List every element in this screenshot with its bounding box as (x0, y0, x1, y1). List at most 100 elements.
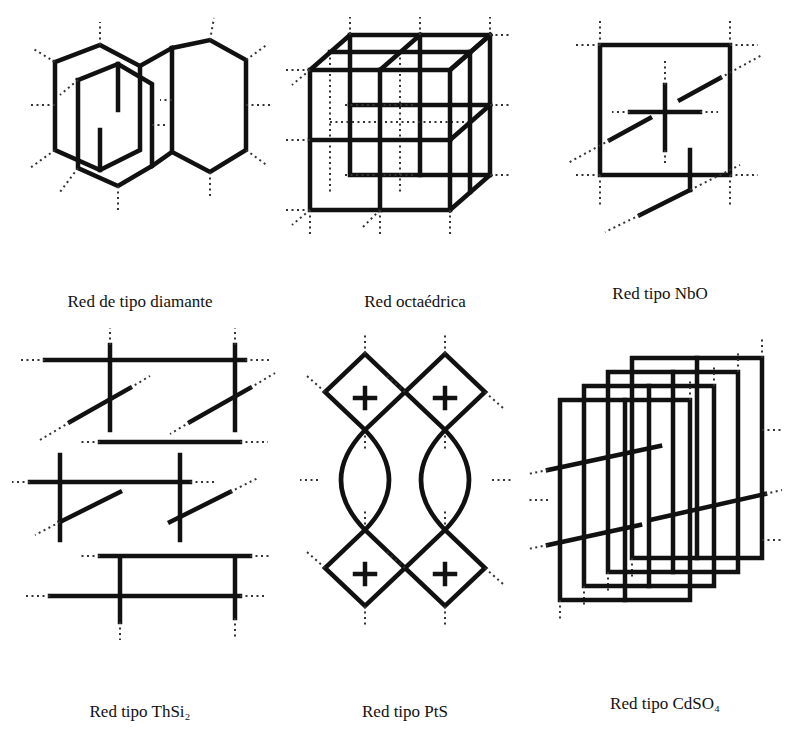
dotted-extension (599, 175, 601, 205)
dotted-extension (307, 552, 325, 568)
rhombus-ring (325, 530, 405, 606)
bond-line (647, 386, 652, 586)
dotted-extension (737, 352, 739, 372)
dotted-extension (117, 186, 119, 210)
dotted-extension (364, 606, 366, 626)
bond-line (623, 400, 628, 600)
bond-curve (445, 430, 469, 530)
dotted-extension (490, 104, 512, 106)
dotted-extension (528, 545, 548, 549)
dotted-extension (285, 69, 310, 71)
dotted-extension (78, 555, 100, 557)
bond-line (170, 492, 230, 522)
bond-line (233, 560, 238, 618)
network-caption: Red tipo PtS (362, 702, 448, 722)
dotted-extension (309, 210, 311, 235)
dotted-extension (246, 150, 268, 166)
dotted-extension (25, 595, 50, 597)
dotted-extension (399, 52, 401, 192)
dotted-extension (240, 595, 265, 597)
dotted-extension (160, 99, 172, 101)
dotted-extension (489, 17, 491, 35)
dotted-extension (490, 34, 512, 36)
pts-net (300, 332, 512, 626)
dotted-extension (612, 111, 630, 113)
bond-curve (365, 430, 389, 530)
dotted-extension (292, 70, 310, 85)
bond-line (60, 492, 120, 522)
dotted-extension (485, 568, 503, 584)
dotted-extension (362, 210, 380, 228)
dotted-extension (20, 359, 45, 361)
dotted-extension (387, 376, 405, 392)
cross-mark (443, 564, 448, 584)
dotted-extension (528, 499, 548, 501)
bond-line (680, 78, 720, 100)
dotted-extension (285, 209, 310, 211)
rhombus-ring (405, 354, 485, 430)
frame-rectangle (560, 400, 690, 600)
bond-line (468, 52, 473, 192)
dotted-extension (607, 572, 609, 594)
bond-line (688, 150, 693, 190)
cross-mark (443, 388, 448, 408)
dotted-extension (664, 60, 666, 85)
network-caption: Red tipo CdSO₄ (610, 694, 720, 714)
dotted-extension (99, 22, 101, 45)
dotted-extension (762, 429, 782, 431)
bond-line (630, 110, 700, 115)
network-caption: Red octaédrica (364, 292, 465, 312)
bond-line (45, 358, 245, 363)
dotted-extension (444, 332, 446, 354)
dotted-extension (583, 586, 585, 608)
dotted-extension (35, 522, 60, 535)
dotted-extension (364, 332, 366, 354)
dotted-extension (28, 104, 55, 106)
dotted-extension (730, 44, 758, 46)
dotted-extension (12, 481, 30, 483)
bond-line (548, 525, 640, 545)
bond-line (55, 45, 140, 170)
bond-line (30, 480, 190, 485)
dotted-extension (60, 80, 78, 95)
bond-line (50, 594, 240, 599)
bond-line (116, 64, 121, 110)
dotted-extension (664, 150, 666, 165)
bond-line (108, 345, 113, 430)
dotted-extension (449, 210, 451, 235)
dotted-extension (575, 44, 600, 46)
bond-line (78, 64, 152, 186)
dotted-extension (631, 558, 633, 580)
bond-line (190, 388, 250, 422)
dotted-extension (349, 17, 351, 35)
dotted-extension (492, 479, 512, 481)
dotted-extension (307, 376, 325, 392)
bond-line (140, 48, 172, 66)
dotted-extension (730, 174, 758, 176)
dotted-extension (210, 18, 214, 40)
dotted-extension (80, 441, 100, 443)
dotted-extension (240, 441, 268, 443)
dotted-extension (713, 366, 715, 386)
bond-line (100, 554, 250, 559)
dotted-extension (599, 20, 601, 45)
dotted-extension (559, 600, 561, 622)
dotted-extension (109, 328, 111, 345)
dotted-extension (689, 380, 691, 400)
bond-line (600, 45, 730, 175)
bond-line (172, 40, 246, 172)
dotted-extension (765, 490, 782, 494)
bond-line (118, 560, 123, 622)
thsi2-net (12, 328, 275, 640)
bond-line (548, 446, 660, 470)
bond-line (233, 345, 238, 430)
dotted-extension (190, 481, 215, 483)
dotted-extension (234, 328, 236, 345)
dotted-extension (285, 139, 310, 141)
dotted-extension (720, 55, 762, 78)
dotted-extension (761, 338, 763, 358)
diamond-net (28, 18, 270, 210)
dotted-extension (485, 392, 503, 408)
